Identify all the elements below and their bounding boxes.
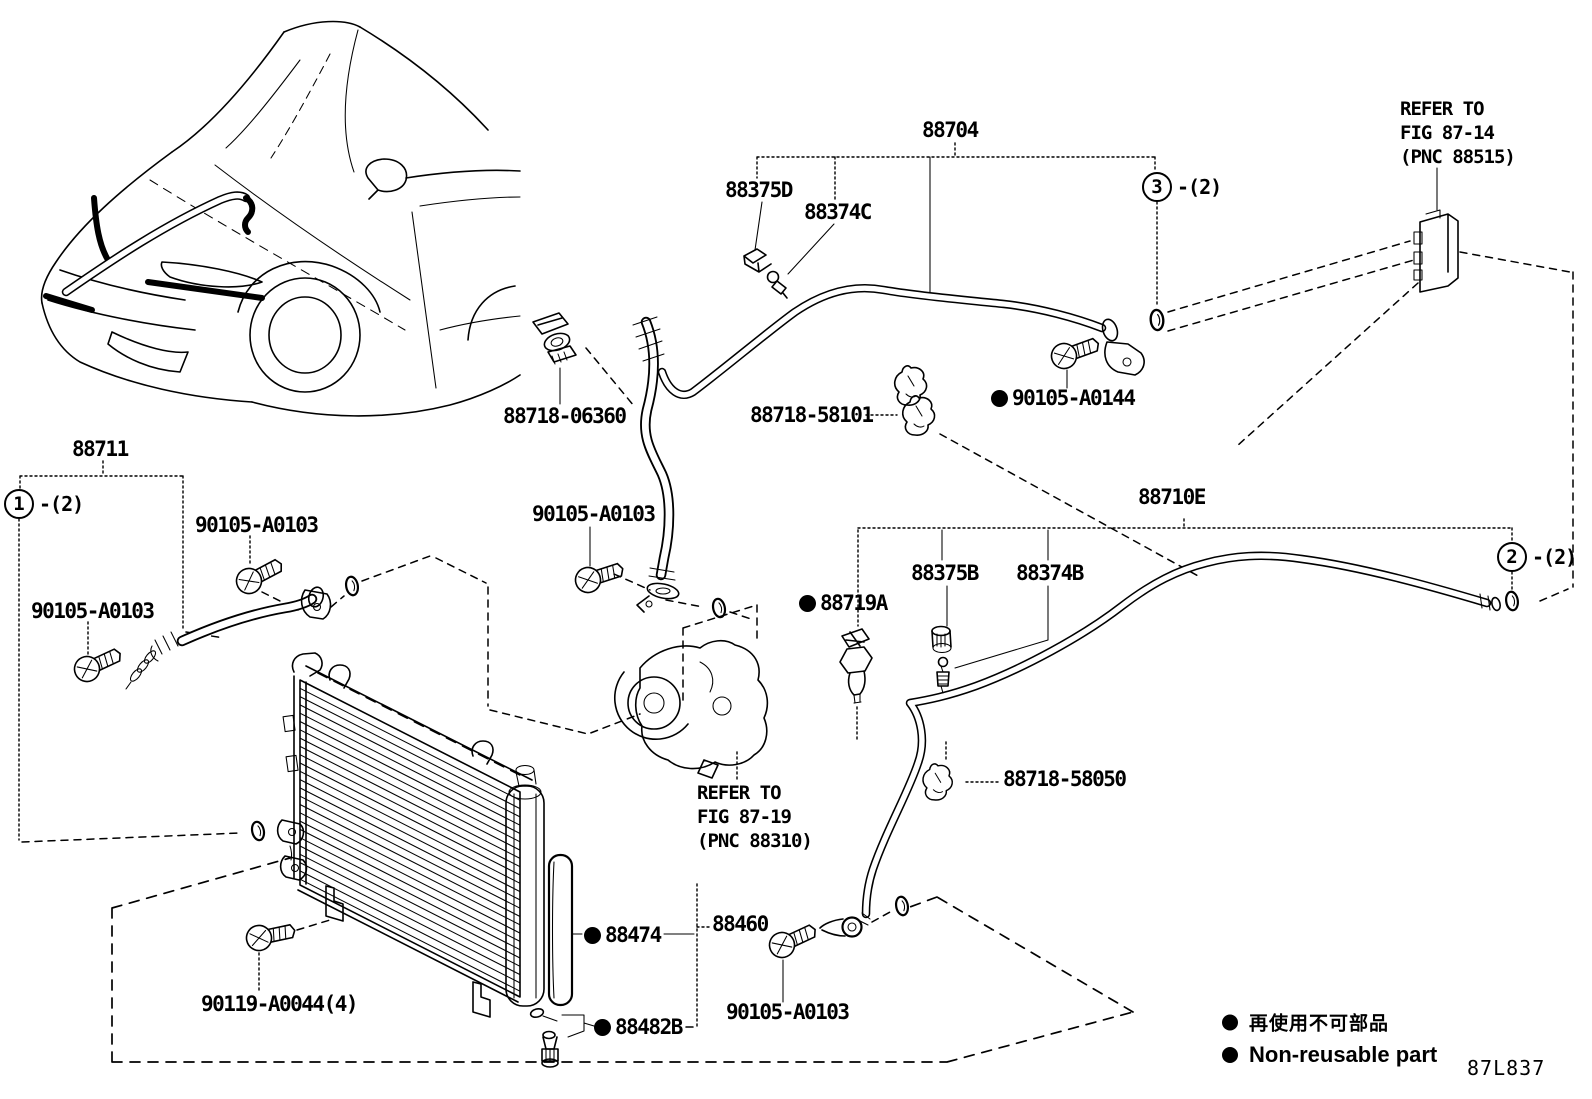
part-label-88718-58101: 88718-58101 (750, 403, 874, 427)
part-label-88482B: 88482B (594, 1015, 683, 1039)
kit-boundary (111, 857, 1134, 1063)
part-number-text: 88375D (725, 178, 793, 202)
part-number-text: 88718-58101 (750, 403, 874, 427)
figure-code: 87L837 (1467, 1056, 1546, 1080)
non-reusable-dot (594, 1018, 611, 1036)
callout-2: 2-(2) (1497, 542, 1577, 572)
clip-88718-58050 (922, 741, 1001, 801)
part-number-text: 90105-A0103 (532, 502, 656, 526)
part-label-90119-A0044: 90119-A0044(4) (201, 992, 359, 1016)
part-number-text: 88718-58050 (1003, 767, 1127, 791)
part-number-text: 88375B (911, 561, 979, 585)
part-number-text: 90119-A0044(4) (201, 992, 359, 1016)
part-number-text: 88474 (605, 923, 662, 947)
part-number-text: 90105-A0144 (1012, 386, 1136, 410)
part-label-90105-A0103-2: 90105-A0103 (31, 599, 155, 623)
condenser-fins (299, 687, 521, 992)
callout-quantity: -(2) (1532, 545, 1577, 569)
condenser (243, 652, 710, 1068)
part-label-88375D: 88375D (725, 178, 793, 202)
liquid-hose-88711 (18, 460, 641, 843)
non-reusable-dot (991, 389, 1008, 407)
callout-quantity: -(2) (39, 492, 84, 516)
callout-number: 3 (1142, 172, 1172, 202)
part-number-text: 90105-A0103 (195, 513, 319, 537)
part-label-88718-06360: 88718-06360 (503, 404, 627, 428)
part-number-text: 90105-A0103 (726, 1000, 850, 1024)
part-label-88704: 88704 (922, 118, 979, 142)
part-label-90105-A0144: 90105-A0144 (991, 386, 1136, 410)
part-number-text: 88460 (712, 912, 769, 936)
legend-non-reusable-en: Non-reusable part (1222, 1042, 1437, 1068)
part-label-90105-A0103-3: 90105-A0103 (532, 502, 656, 526)
car-sketch (40, 20, 521, 417)
part-label-88375B: 88375B (911, 561, 979, 585)
callout-3: 3-(2) (1142, 172, 1222, 202)
suction-tube-88710E (764, 518, 1521, 1003)
part-label-88711: 88711 (72, 437, 129, 461)
part-label-88719A: 88719A (799, 591, 888, 615)
drier-element-88474 (547, 853, 574, 1007)
pressure-switch-88719A (839, 628, 873, 704)
part-label-90105-A0103-4: 90105-A0103 (726, 1000, 850, 1024)
cap-88375B (931, 625, 952, 654)
part-label-88718-58050: 88718-58050 (1003, 767, 1127, 791)
part-number-text: 88711 (72, 437, 129, 461)
callout-quantity: -(2) (1177, 175, 1222, 199)
clamp-88718-06360 (532, 312, 635, 407)
part-number-text: 88718-06360 (503, 404, 627, 428)
clamp-88718-58101 (865, 365, 1201, 578)
part-number-text: 90105-A0103 (31, 599, 155, 623)
part-number-text: 88374C (804, 200, 872, 224)
compressor (571, 526, 769, 781)
non-reusable-dot (799, 594, 816, 612)
part-label-88710E: 88710E (1138, 485, 1206, 509)
part-label-88374B: 88374B (1016, 561, 1084, 585)
part-number-text: 88719A (820, 591, 888, 615)
callout-number: 1 (4, 489, 34, 519)
part-label-88374C: 88374C (804, 200, 872, 224)
non-reusable-dot (584, 926, 601, 944)
part-number-text: 88374B (1016, 561, 1084, 585)
part-number-text: 88482B (615, 1015, 683, 1039)
part-number-text: 88710E (1138, 485, 1206, 509)
discharge-pipe-88704 (532, 142, 1574, 613)
legend-non-reusable-jp: 再使用不可部品 (1222, 1009, 1389, 1036)
valve-core-88374B (936, 656, 950, 694)
callout-number: 2 (1497, 542, 1527, 572)
part-label-90105-A0103-1: 90105-A0103 (195, 513, 319, 537)
non-reusable-dot (1222, 1014, 1238, 1030)
callout-1: 1-(2) (4, 489, 84, 519)
part-label-88460: 88460 (712, 912, 769, 936)
expansion-valve-connector (1413, 167, 1459, 293)
part-number-text: 88704 (922, 118, 979, 142)
non-reusable-dot (1222, 1047, 1238, 1063)
service-valve-88482B (529, 1007, 699, 1068)
part-label-88474: 88474 (584, 923, 662, 947)
